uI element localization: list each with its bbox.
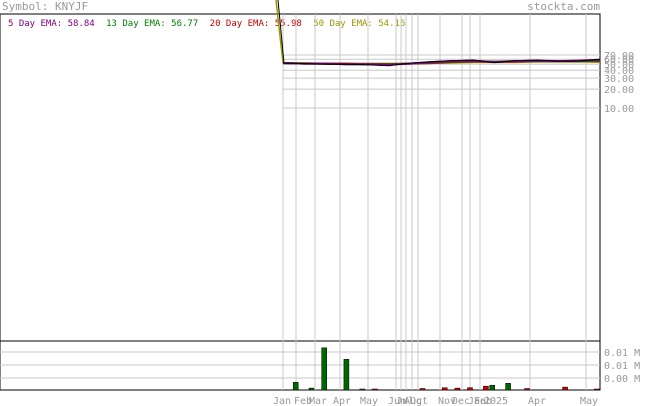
x-tick-label: Nov <box>438 396 456 406</box>
price-tick-label: 60.00 <box>604 55 634 66</box>
x-tick-label: Jul <box>396 396 414 406</box>
volume-bar <box>359 388 366 391</box>
ema50-label: 50 Day EMA: 54.16 <box>313 19 406 29</box>
volume-tick-label: 0.00 M <box>604 374 640 385</box>
ema20-label: 20 Day EMA: 55.98 <box>209 19 302 29</box>
volume-bar <box>524 388 530 391</box>
x-tick-label: Apr <box>528 396 546 406</box>
volume-bar <box>562 386 568 391</box>
x-tick-label: Jan <box>273 396 291 406</box>
price-tick-label: 50.00 <box>604 60 634 71</box>
ema50-entry-line <box>275 0 284 64</box>
volume-bar <box>343 359 350 391</box>
ema-legend: 5 Day EMA: 58.84 13 Day EMA: 56.77 20 Da… <box>8 19 411 29</box>
x-tick-label: 2025 <box>484 396 508 406</box>
x-tick-label: Jan <box>468 396 486 406</box>
volume-bar <box>505 383 511 391</box>
x-tick-label: Dec <box>452 396 470 406</box>
symbol-label: Symbol: KNYJF <box>2 0 89 13</box>
price-tick-label: 30.00 <box>604 74 634 85</box>
volume-bar <box>594 388 600 391</box>
volume-bar <box>419 388 426 391</box>
x-tick-label: Apr <box>333 396 351 406</box>
ema13-label: 13 Day EMA: 56.77 <box>106 19 199 29</box>
volume-bar <box>321 347 327 391</box>
site-label[interactable]: stockta.com <box>527 0 600 13</box>
volume-bar <box>489 384 495 391</box>
x-tick-label: Mar <box>309 396 327 406</box>
x-tick-label: Jun <box>388 396 406 406</box>
volume-bar <box>372 388 378 391</box>
x-tick-label: Feb <box>294 396 312 406</box>
volume-tick-label: 0.01 M <box>604 348 640 359</box>
volume-bar <box>483 385 489 391</box>
price-tick-label: 10.00 <box>604 104 634 115</box>
x-tick-label: Oct <box>410 396 428 406</box>
price-tick-label: 40.00 <box>604 66 634 77</box>
volume-bar <box>441 387 448 391</box>
volume-bar <box>308 387 315 391</box>
price-line <box>282 58 601 67</box>
ema5-label: 5 Day EMA: 58.84 <box>8 19 95 29</box>
volume-bar <box>454 387 461 391</box>
x-tick-label: Aug <box>404 396 422 406</box>
price-tick-label: 70.00 <box>604 51 634 62</box>
x-tick-label: May <box>580 396 598 406</box>
x-tick-label: May <box>360 396 378 406</box>
volume-bar <box>292 382 299 391</box>
price-tick-label: 20.00 <box>604 85 634 96</box>
volume-tick-label: 0.01 M <box>604 361 640 372</box>
x-tick-label: Feb <box>474 396 492 406</box>
price-entry-line <box>277 0 285 64</box>
chart-frame <box>0 13 601 391</box>
volume-bar <box>467 387 473 391</box>
